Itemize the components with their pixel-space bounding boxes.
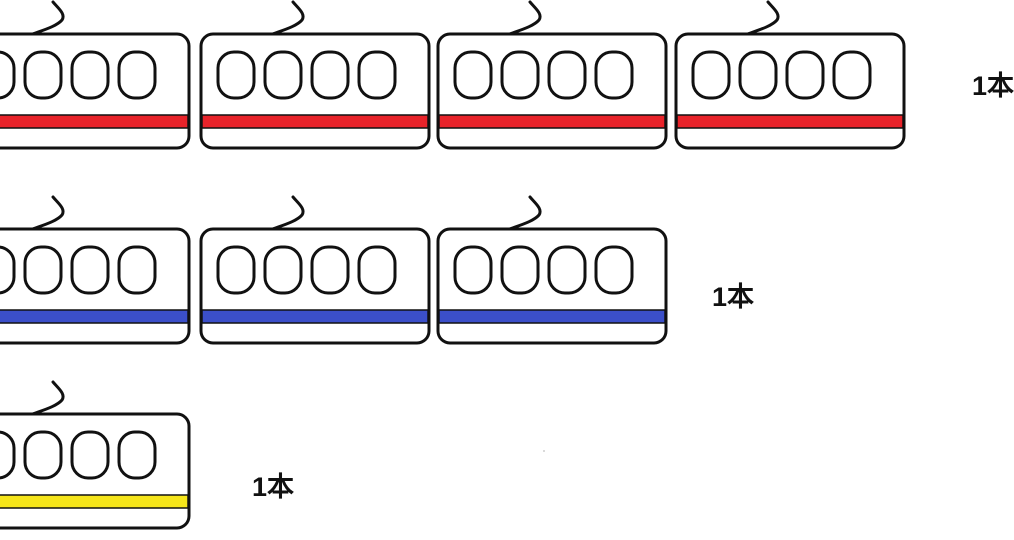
line-stripe — [438, 114, 666, 129]
window — [310, 245, 350, 295]
window — [0, 430, 16, 480]
window — [23, 430, 63, 480]
train-car-drawing — [436, 195, 668, 345]
train-yellow: 1本 — [0, 380, 1005, 540]
window — [594, 50, 634, 100]
window — [23, 50, 63, 100]
line-stripe — [676, 114, 904, 129]
pantograph — [28, 380, 65, 417]
train-count-label: 1本 — [972, 71, 1014, 101]
train-car-drawing — [0, 195, 191, 345]
train-car-drawing — [199, 0, 431, 150]
window — [70, 430, 110, 480]
train-car — [0, 195, 192, 355]
window — [738, 50, 778, 100]
window — [453, 50, 493, 100]
window — [0, 245, 16, 295]
train-car — [0, 0, 192, 160]
line-stripe — [0, 309, 189, 324]
train-car-drawing — [199, 195, 431, 345]
window — [453, 245, 493, 295]
window — [23, 245, 63, 295]
window — [117, 50, 157, 100]
train-car — [198, 0, 432, 160]
line-stripe — [201, 309, 429, 324]
window — [500, 245, 540, 295]
train-blue: 1本 — [0, 195, 1005, 355]
window — [594, 245, 634, 295]
train-car — [435, 195, 669, 355]
train-count-label: 1本 — [252, 472, 295, 502]
window — [357, 50, 397, 100]
window — [691, 50, 731, 100]
pantograph — [268, 195, 305, 232]
train-count-label: 1本 — [712, 282, 755, 312]
window — [70, 50, 110, 100]
window — [216, 50, 256, 100]
line-stripe — [201, 114, 429, 129]
pantograph — [743, 0, 780, 37]
pantograph — [28, 195, 65, 232]
window — [263, 50, 303, 100]
train-car-drawing — [0, 380, 191, 530]
pantograph — [268, 0, 305, 37]
train-car — [435, 0, 669, 160]
window — [70, 245, 110, 295]
train-car — [198, 195, 432, 355]
stray-dot — [543, 450, 545, 452]
train-red: 1本 — [0, 0, 1014, 160]
window — [0, 50, 16, 100]
window — [500, 50, 540, 100]
window — [547, 245, 587, 295]
window — [117, 430, 157, 480]
train-car-drawing — [0, 0, 191, 150]
pantograph — [505, 195, 542, 232]
line-stripe — [438, 309, 666, 324]
train-car-drawing — [436, 0, 668, 150]
window — [310, 50, 350, 100]
window — [785, 50, 825, 100]
window — [117, 245, 157, 295]
window — [216, 245, 256, 295]
window — [357, 245, 397, 295]
train-car-drawing — [674, 0, 906, 150]
window — [832, 50, 872, 100]
train-car — [673, 0, 907, 160]
train-car — [0, 380, 192, 540]
line-stripe — [0, 494, 189, 509]
window — [547, 50, 587, 100]
pantograph — [505, 0, 542, 37]
window — [263, 245, 303, 295]
pantograph — [28, 0, 65, 37]
line-stripe — [0, 114, 189, 129]
